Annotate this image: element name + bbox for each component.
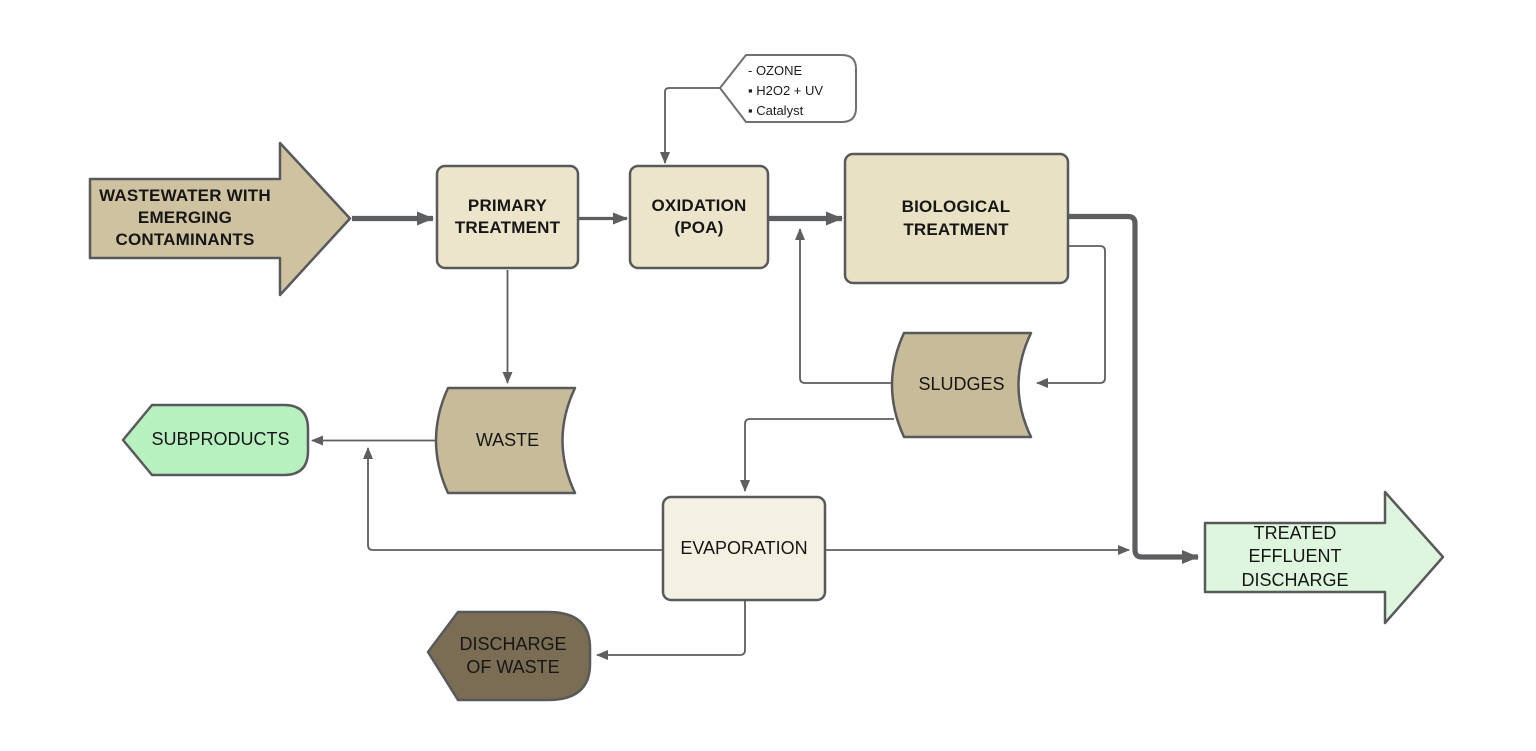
subproducts-label: SUBPRODUCTS — [151, 429, 290, 450]
callout-line-ozone: - OZONE — [748, 63, 803, 78]
waste-label: WASTE — [475, 429, 540, 450]
connector-evaporation-to-subproducts — [363, 447, 663, 551]
connector-callout-to-oxidation — [660, 87, 720, 164]
connector-evaporation-to-discharge — [596, 600, 746, 660]
callout-line-h2o2-uv: ▪ H2O2 + UV — [748, 83, 824, 99]
subproducts-shape — [121, 403, 310, 477]
biological-treatment-label: BIOLOGICAL TREATMENT — [901, 197, 1011, 239]
primary-treatment-shape — [435, 164, 580, 270]
connector-biological-to-sludges — [1036, 245, 1106, 388]
wastewater-arrow-shape — [88, 141, 352, 297]
treated-effluent-arrow-shape — [1203, 490, 1445, 625]
discharge-of-waste-label: DISCHARGE OF WASTE — [459, 633, 567, 677]
oxidation-label: OXIDATION (POA) — [651, 195, 747, 237]
discharge-of-waste-shape — [426, 610, 592, 702]
waste-shape — [434, 386, 577, 495]
treated-effluent-label: TREATED EFFLUENT DISCHARGE — [1241, 522, 1349, 590]
connector-sludges-to-biological — [795, 228, 892, 384]
callout-line-catalyst: ▪ Catalyst — [748, 103, 804, 119]
connector-sludges-to-evaporation — [740, 418, 894, 492]
reagents-callout-text: - OZONE ▪ H2O2 + UV ▪ Catalyst — [748, 61, 852, 121]
sludges-label: SLUDGES — [918, 374, 1005, 395]
primary-treatment-label: PRIMARY TREATMENT — [454, 195, 561, 237]
evaporation-shape — [661, 495, 827, 602]
reagents-callout-shape — [719, 54, 857, 123]
sludges-shape — [890, 331, 1033, 439]
biological-treatment-shape — [843, 152, 1070, 285]
wastewater-label: WASTEWATER WITH EMERGING CONTAMINANTS — [99, 185, 271, 250]
oxidation-shape — [628, 164, 770, 270]
connector-biological-to-treated-effluent — [1068, 213, 1199, 564]
evaporation-label: EVAPORATION — [680, 537, 808, 558]
